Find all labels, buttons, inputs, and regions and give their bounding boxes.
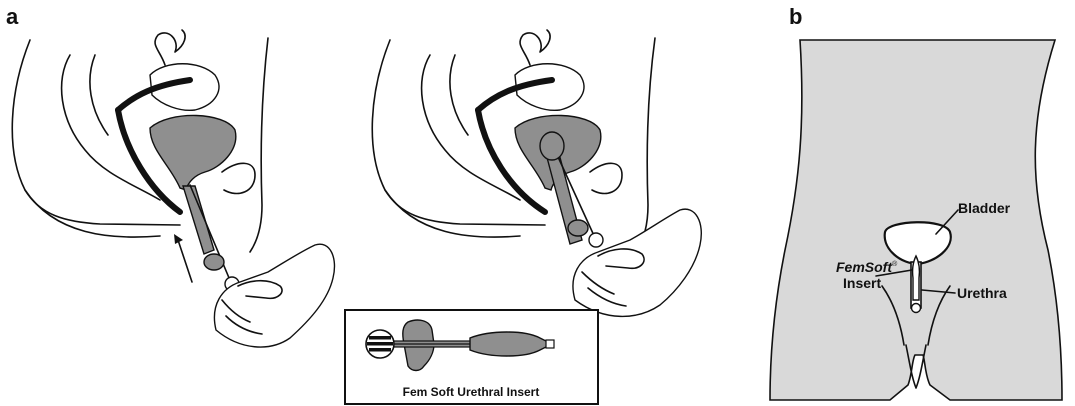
insert-cap-schematic (912, 304, 921, 313)
inset-cap-stripe-2 (367, 342, 393, 346)
thigh-outline (25, 190, 160, 237)
direction-arrow (178, 240, 192, 282)
label-urethra: Urethra (957, 285, 1007, 301)
inset-cap-stripe-3 (369, 348, 391, 352)
registered-mark: ® (892, 260, 898, 268)
urethra-left (183, 186, 214, 254)
label-brand: FemSoft® (836, 259, 898, 275)
panel-a-left-figure: a (6, 4, 334, 347)
pelvis-silhouette (770, 40, 1062, 400)
pubic-bone (222, 163, 255, 193)
insert-schematic (913, 256, 920, 300)
insert-hub-left (204, 254, 224, 270)
inset-cap-stripe-1 (369, 336, 391, 340)
fallopian-tube-2 (520, 30, 550, 65)
hand-left (214, 244, 334, 347)
inset-balloon (470, 332, 548, 356)
bladder-left (150, 115, 236, 190)
hand-right (573, 209, 701, 316)
label-bladder: Bladder (958, 200, 1011, 216)
insert-cap-right (589, 233, 603, 247)
insert-balloon-right (540, 132, 564, 160)
abdomen-outline-2 (636, 38, 655, 252)
thigh-outline-2 (385, 190, 520, 237)
inset-caption: Fem Soft Urethral Insert (403, 385, 540, 399)
panel-b: b Bladder FemSoft® Insert Urethra (770, 4, 1062, 400)
brand-name: FemSoft (836, 259, 893, 275)
panel-a-right-figure (372, 30, 701, 316)
device-inset: Fem Soft Urethral Insert (345, 310, 598, 404)
inset-tip (546, 340, 554, 348)
fallopian-tube (155, 30, 185, 65)
pubic-bone-2 (590, 163, 622, 193)
panel-a-letter: a (6, 4, 19, 29)
panel-b-letter: b (789, 4, 802, 29)
insert-hub-right (568, 220, 588, 236)
abdomen-outline (250, 38, 268, 252)
label-insert: Insert (843, 275, 881, 291)
